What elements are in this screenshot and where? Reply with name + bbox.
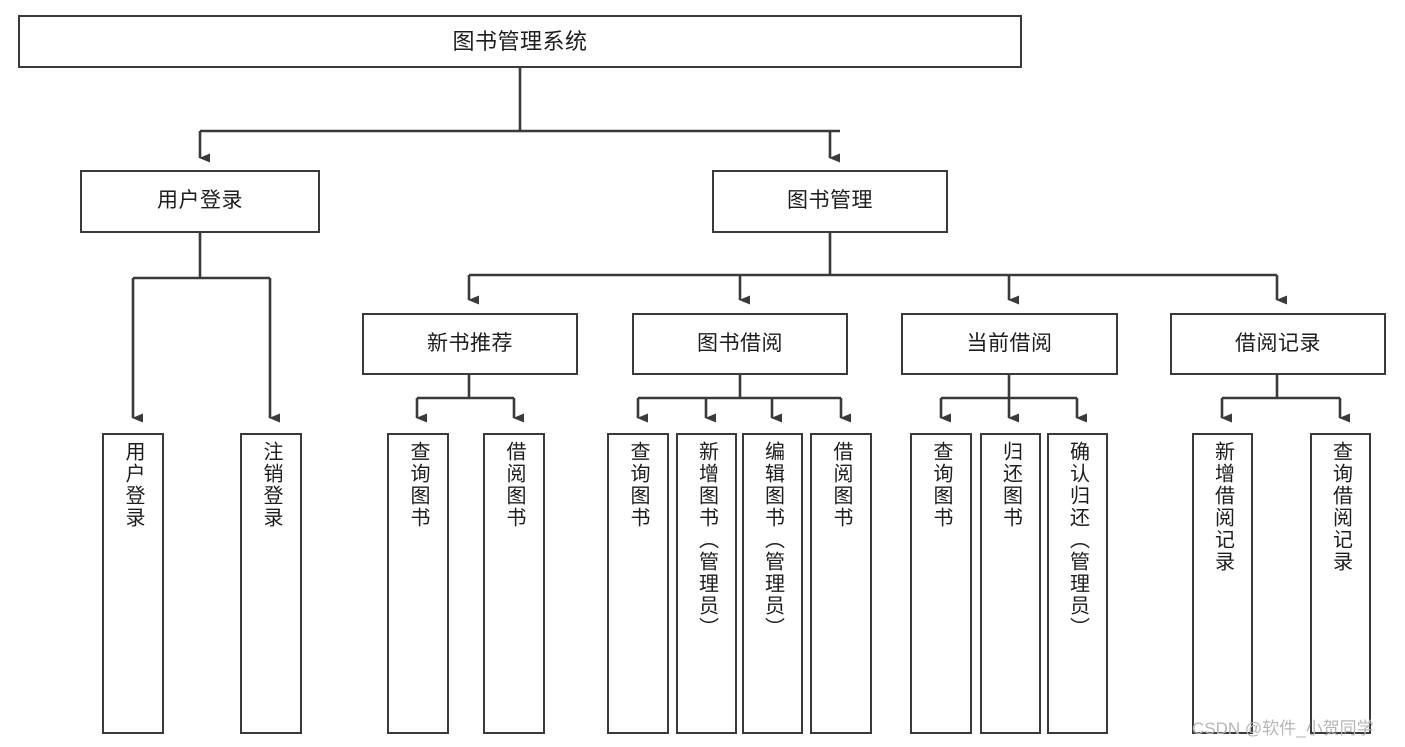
- node-leaf-query-book-current[interactable]: 查询图书: [910, 433, 972, 734]
- node-label: 图书借阅: [697, 331, 783, 355]
- node-book-borrow[interactable]: 图书借阅: [632, 313, 848, 375]
- node-label: 图书管理系统: [452, 28, 588, 54]
- node-leaf-user-login[interactable]: 用户登录: [102, 433, 164, 734]
- node-label: 新书推荐: [427, 331, 513, 355]
- node-leaf-edit-book-admin[interactable]: 编辑图书（管理员）: [742, 433, 803, 734]
- node-book-management[interactable]: 图书管理: [712, 170, 948, 233]
- node-label: 借阅图书: [830, 441, 852, 529]
- node-leaf-query-borrow-record[interactable]: 查询借阅记录: [1310, 433, 1371, 734]
- node-label: 查询借阅记录: [1329, 441, 1352, 573]
- node-label: 编辑图书（管理员）: [761, 441, 784, 639]
- node-leaf-return-book[interactable]: 归还图书: [980, 433, 1041, 734]
- node-new-book-recommend[interactable]: 新书推荐: [362, 313, 578, 375]
- node-leaf-query-book-borrow[interactable]: 查询图书: [607, 433, 669, 734]
- node-root-system[interactable]: 图书管理系统: [18, 15, 1022, 68]
- node-leaf-add-book-admin[interactable]: 新增图书（管理员）: [676, 433, 737, 734]
- node-label: 借阅记录: [1235, 331, 1321, 355]
- csdn-watermark: CSDN @软件_小贺同学: [1192, 719, 1374, 738]
- node-label: 新增借阅记录: [1211, 441, 1234, 573]
- node-current-borrow[interactable]: 当前借阅: [901, 313, 1118, 375]
- node-leaf-borrow-book[interactable]: 借阅图书: [810, 433, 872, 734]
- node-user-login[interactable]: 用户登录: [80, 170, 320, 233]
- node-label: 查询图书: [407, 441, 429, 529]
- node-leaf-logout[interactable]: 注销登录: [240, 433, 302, 734]
- node-borrow-records[interactable]: 借阅记录: [1170, 313, 1386, 375]
- node-label: 确认归还（管理员）: [1066, 441, 1089, 639]
- node-label: 查询图书: [930, 441, 952, 529]
- node-leaf-confirm-return-admin[interactable]: 确认归还（管理员）: [1047, 433, 1108, 734]
- node-leaf-add-borrow-record[interactable]: 新增借阅记录: [1192, 433, 1253, 734]
- node-leaf-query-book-new[interactable]: 查询图书: [387, 433, 449, 734]
- node-label: 借阅图书: [503, 441, 525, 529]
- node-label: 归还图书: [999, 441, 1022, 529]
- node-label: 当前借阅: [966, 331, 1053, 355]
- node-label: 注销登录: [260, 441, 282, 529]
- node-label: 用户登录: [157, 189, 243, 213]
- node-leaf-borrow-book-new[interactable]: 借阅图书: [483, 433, 545, 734]
- node-label: 用户登录: [122, 441, 144, 529]
- node-label: 图书管理: [787, 189, 873, 213]
- node-label: 新增图书（管理员）: [695, 441, 718, 639]
- node-label: 查询图书: [627, 441, 649, 529]
